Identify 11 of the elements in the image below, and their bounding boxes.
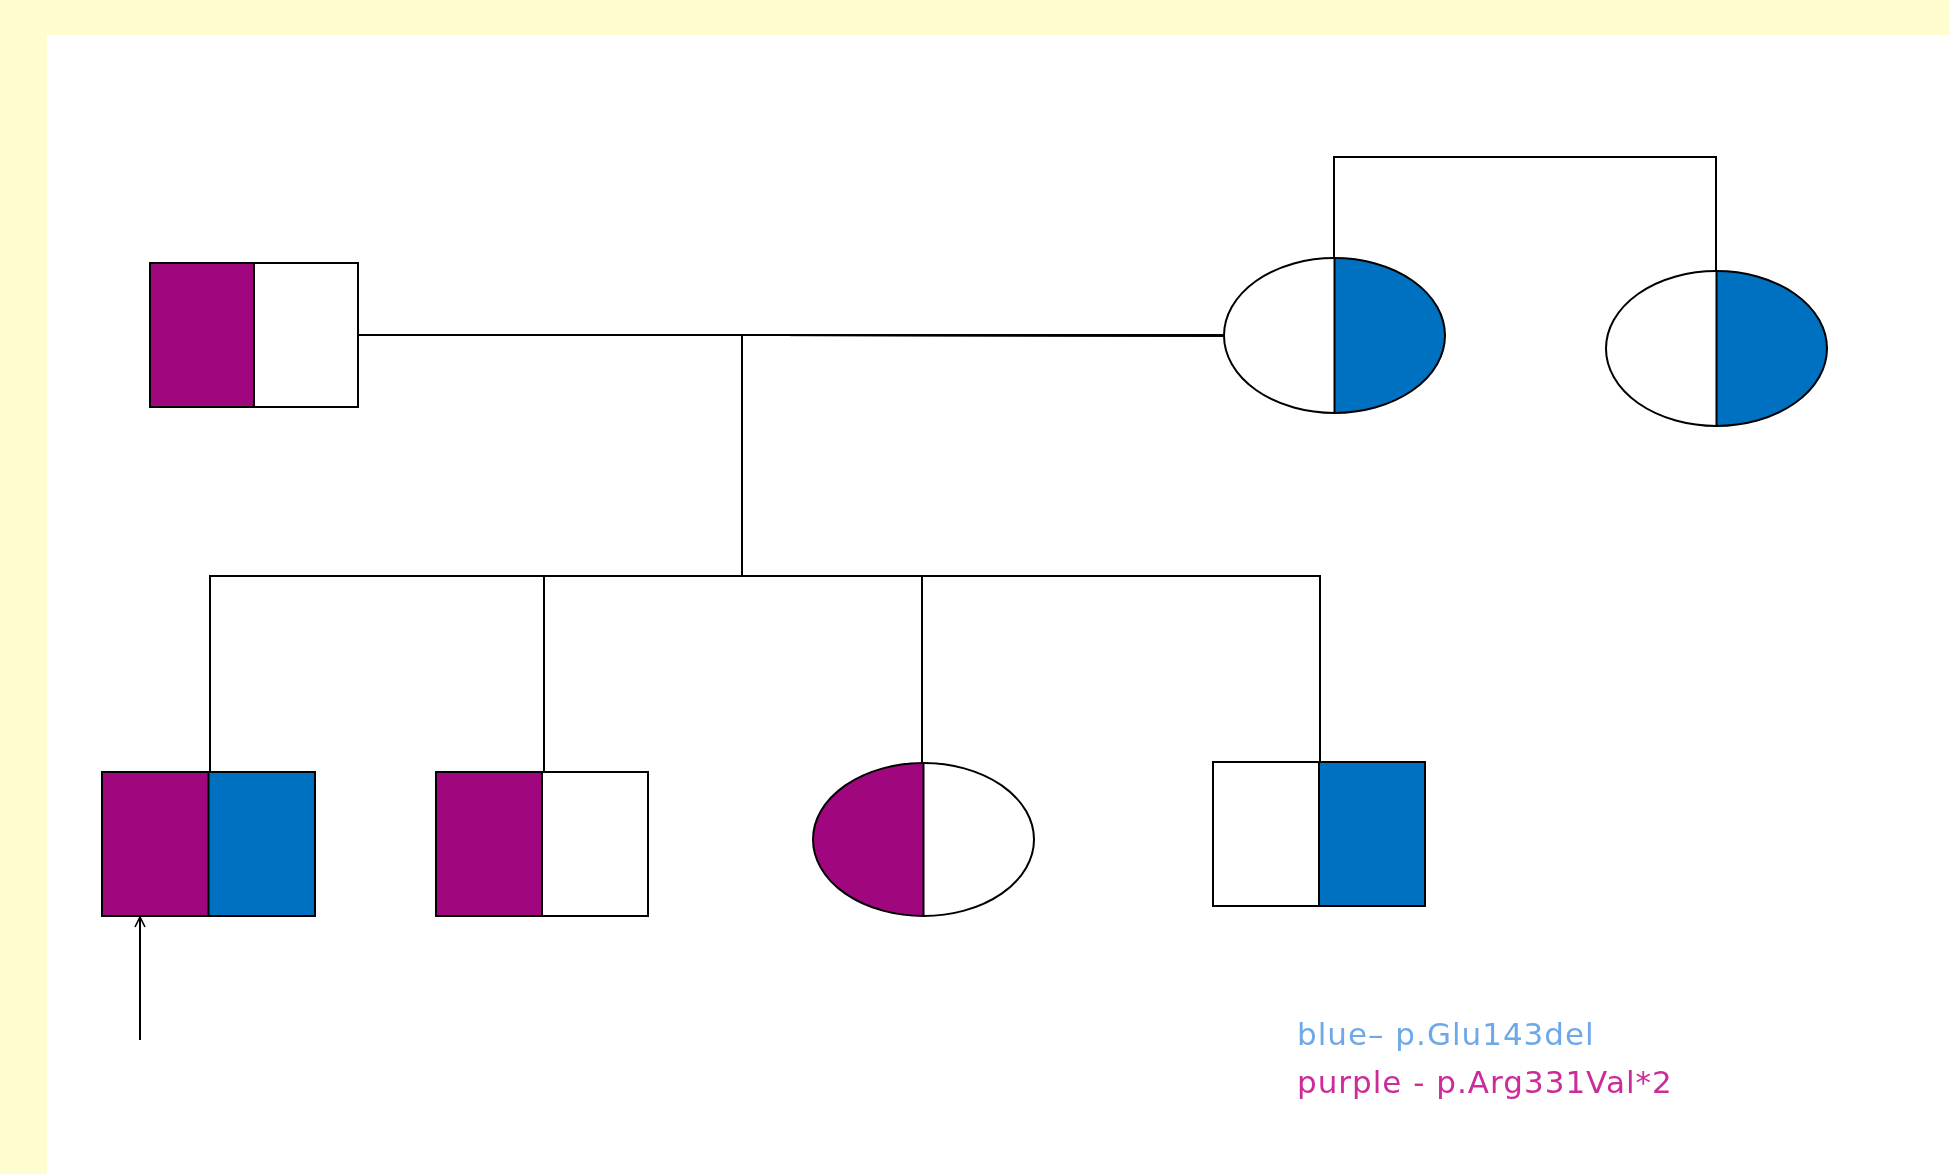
pedigree-line	[1333, 156, 1717, 271]
circle-symbol	[1605, 270, 1828, 427]
legend-note: blue– p.Glu143del	[1297, 1016, 1595, 1052]
square-symbol	[149, 262, 359, 408]
square-symbol	[435, 771, 649, 917]
legend-note: purple - p.Arg331Val*2	[1297, 1064, 1673, 1100]
square-symbol	[1212, 761, 1426, 907]
pointer-arrow	[134, 916, 146, 1041]
circle-symbol	[812, 762, 1035, 917]
circle-symbol	[1223, 257, 1446, 414]
square-symbol	[101, 771, 316, 917]
